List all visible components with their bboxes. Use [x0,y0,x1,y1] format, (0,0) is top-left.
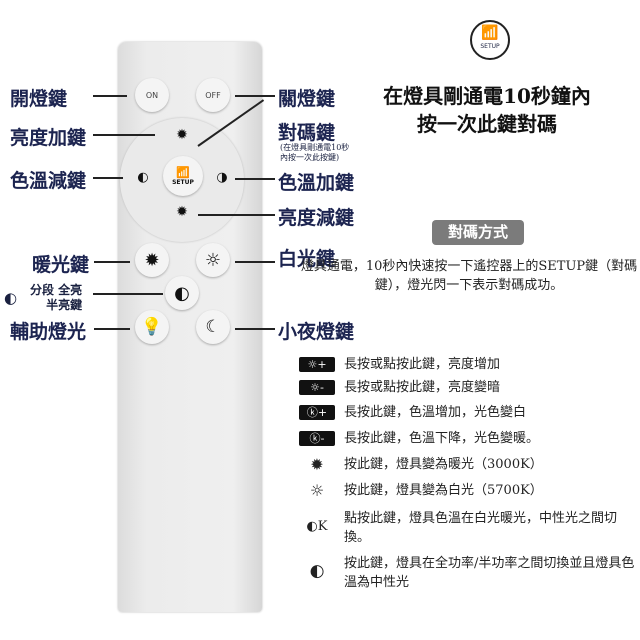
legend-item: ☼- 長按或點按此鍵，亮度變暗 [298,378,636,397]
heading-line-1: 在燈具剛通電10秒鐘內 [383,84,591,108]
legend-text: 點按此鍵，燈具色溫在白光暖光，中性光之間切換。 [344,511,618,545]
label-brightness-up: 亮度加鍵 [10,127,87,149]
k-toggle-icon: ◐ [4,289,18,307]
wifi-icon: 📶 [176,166,190,179]
color-temp-down-icon: ⓚ- [299,430,335,446]
half-brightness-button[interactable]: ◐ [165,276,199,310]
off-button[interactable]: OFF [196,78,230,112]
white-sun-icon: ☼ [309,480,325,500]
label-off: 關燈鍵 [278,88,336,110]
label-half-line-1: 分段 全亮 [30,283,83,297]
pairing-instructions: 燈具通電，10秒內快速按一下遙控器上的SETUP鍵（對碼鍵），燈光閃一下表示對碼… [300,259,638,293]
legend-item: ⓚ+ 長按此鍵，色溫增加，光色變白 [298,403,636,422]
color-temp-down-button[interactable]: ◐ [137,169,149,185]
setup-wifi-icon: 📶 SETUP [470,20,510,60]
warm-sun-icon: ✹ [310,454,324,474]
legend-item: ⓚ- 長按此鍵，色溫下降，光色變暖。 [298,429,636,448]
legend-text: 長按或點按此鍵，亮度增加 [344,357,501,372]
setup-text: SETUP [172,179,194,186]
legend-item: ◐ 按此鍵，燈具在全功率/半功率之間切換並且燈具色溫為中性光 [298,554,636,592]
label-pair-note: (在燈具剛通電10秒 內按一次此按鍵) [280,143,349,163]
label-white: 白光鍵 [278,248,336,270]
color-temp-up-button[interactable]: ◑ [216,169,228,185]
label-color-temp-up: 色溫加鍵 [278,172,355,194]
legend-text: 按此鍵，燈具變為暖光（3000K） [344,457,543,472]
aux-light-button[interactable]: 💡 [135,310,169,344]
legend-text: 按此鍵，燈具在全功率/半功率之間切換並且燈具色溫為中性光 [344,556,635,590]
legend-text: 按此鍵，燈具變為白光（5700K） [344,483,543,498]
label-color-temp-down: 色溫減鍵 [10,170,87,192]
k-toggle-icon: ◐K [306,518,328,534]
night-light-button[interactable]: ☾ [196,310,230,344]
brightness-down-icon: ☼- [299,379,335,395]
setup-button[interactable]: 📶SETUP [163,156,203,196]
legend-item: ◐K 點按此鍵，燈具色溫在白光暖光，中性光之間切換。 [298,509,636,547]
legend-text: 長按此鍵，色溫下降，光色變暖。 [344,431,540,446]
white-light-button[interactable]: ☼ [196,243,230,277]
label-night: 小夜燈鍵 [278,321,355,343]
pair-note-line-2: 內按一次此按鍵) [280,153,340,162]
pair-note-line-1: (在燈具剛通電10秒 [280,143,350,152]
legend-text: 長按或點按此鍵，亮度變暗 [344,380,501,395]
wifi-icon: 📶 [481,25,499,41]
brightness-up-icon: ☼+ [299,356,335,372]
brightness-down-button[interactable]: ✹ [176,204,188,220]
label-on: 開燈鍵 [10,88,68,110]
on-button[interactable]: ON [135,78,169,112]
label-pair: 對碼鍵 [278,122,336,144]
label-half-line-2: 半亮鍵 [46,298,83,312]
brightness-up-button[interactable]: ✹ [176,127,188,143]
label-aux: 輔助燈光 [10,321,87,343]
legend-item: ☼ 按此鍵，燈具變為白光（5700K） [298,481,636,500]
heading-line-2: 按一次此鍵對碼 [417,112,557,136]
legend-text: 長按此鍵，色溫增加，光色變白 [344,405,527,420]
label-warm: 暖光鍵 [32,254,90,276]
heading: 在燈具剛通電10秒鐘內 按一次此鍵對碼 [362,82,612,138]
label-brightness-down: 亮度減鍵 [278,207,355,229]
setup-label: SETUP [480,43,500,50]
label-half-brightness: 分段 全亮 半亮鍵 [30,283,82,313]
warm-light-button[interactable]: ✹ [135,243,169,277]
legend-item: ☼+ 長按或點按此鍵，亮度增加 [298,355,636,374]
legend-item: ✹ 按此鍵，燈具變為暖光（3000K） [298,455,636,474]
pairing-badge: 對碼方式 [432,220,524,245]
color-temp-up-icon: ⓚ+ [299,404,335,420]
half-circle-icon: ◐ [309,560,325,581]
